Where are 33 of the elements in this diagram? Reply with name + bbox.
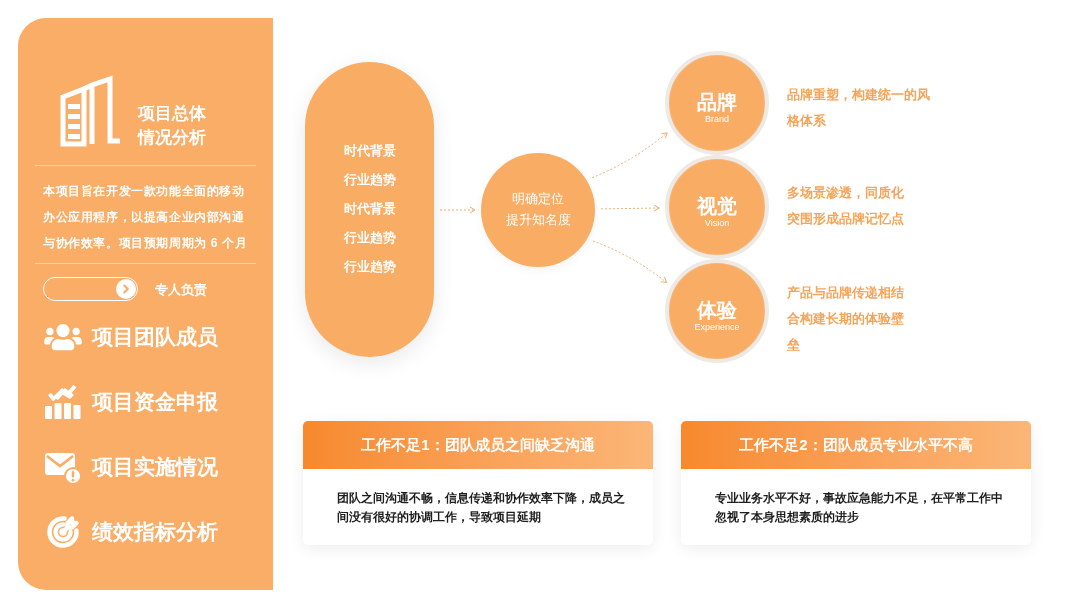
card-header: 工作不足2：团队成员专业水平不高 (681, 421, 1031, 469)
arrow (592, 240, 667, 283)
circle-subtitle: Brand (705, 113, 729, 125)
circle-caption: 多场景渗透，同质化突围形成品牌记忆点 (787, 184, 905, 228)
pill-text: 行业趋势 (343, 230, 396, 247)
menu-item-text: 绩效指标分析 (92, 519, 218, 545)
pill-text: 时代背景 (343, 201, 396, 218)
description-text: 本项目旨在开发一款功能全面的移动办公应用程序，以提高企业内部沟通与协作效率。项目预期周期为 6 个月 (43, 183, 249, 252)
info-card (303, 421, 653, 545)
info-card (681, 421, 1031, 545)
circle-text: 明确定位 (512, 191, 564, 208)
circle-title: 品牌 (697, 89, 737, 114)
arrow (439, 206, 476, 214)
circle-caption: 品牌重塑，构建统一的风格体系 (787, 86, 931, 130)
toggle-label: 专人负责 (155, 281, 207, 299)
circle-title: 体验 (697, 297, 737, 322)
card-header: 工作不足1：团队成员之间缺乏沟通 (303, 421, 653, 469)
arrow (600, 204, 660, 212)
panel-heading: 项目总体情况分析 (138, 103, 207, 149)
pill-text: 行业趋势 (343, 172, 396, 189)
circle-title: 视觉 (697, 193, 737, 218)
side-panel (18, 18, 273, 590)
card-body-text: 专业业务水平不好，事故应急能力不足，在平常工作中忽视了本身思想素质的进步 (715, 490, 1004, 526)
circle-caption: 产品与品牌传递相结合构建长期的体验壁垒 (787, 284, 905, 354)
menu-item-text: 项目实施情况 (92, 454, 218, 480)
menu-item-text: 项目团队成员 (92, 324, 218, 350)
circle-subtitle: Vision (704, 217, 730, 229)
circle-subtitle: Experience (694, 321, 740, 333)
circle-text: 提升知名度 (505, 212, 571, 229)
pill-text: 行业趋势 (343, 259, 396, 276)
menu-item-text: 项目资金申报 (92, 389, 218, 415)
pill-text: 时代背景 (343, 143, 396, 160)
card-body-text: 团队之间沟通不畅，信息传递和协作效率下降，成员之间没有很好的协调工作，导致项目延期 (337, 490, 626, 526)
